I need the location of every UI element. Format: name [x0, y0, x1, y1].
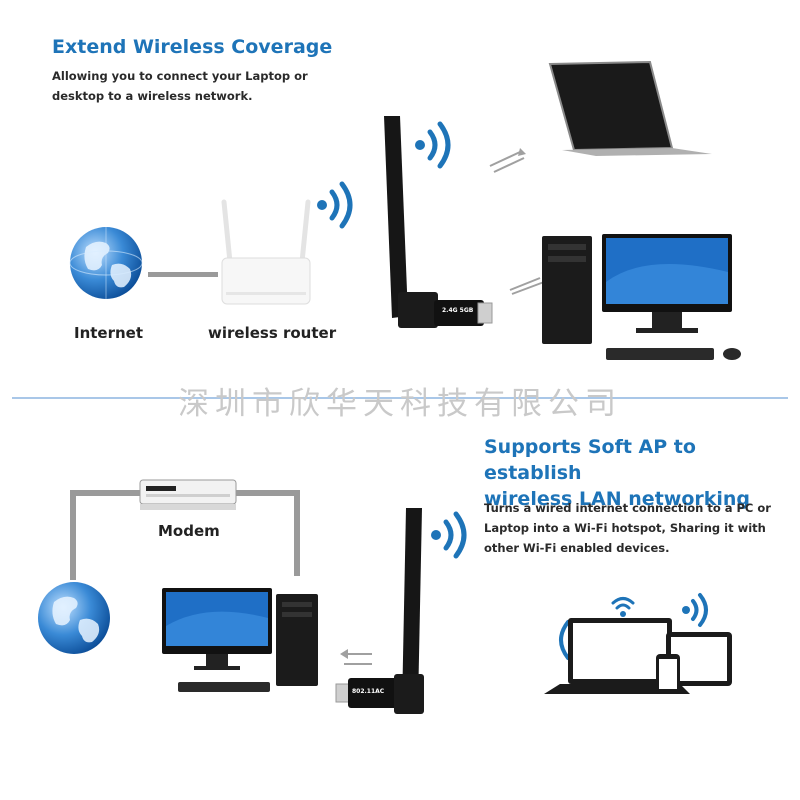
modem-label: Modem	[158, 522, 220, 540]
tablet-icon	[666, 632, 732, 686]
top-title-block: Extend Wireless Coverage	[52, 34, 332, 60]
wifi-signal-icon	[682, 593, 708, 627]
internet-label: Internet	[74, 324, 144, 342]
usb-wifi-adapter-icon	[384, 116, 493, 328]
bottom-description-line3: other Wi-Fi enabled devices.	[484, 541, 670, 555]
bottom-adapter-chip-label: 802.11AC	[352, 688, 385, 695]
top-adapter-chip-label: 2.4G 5GB	[442, 307, 474, 314]
ethernet-cable	[294, 490, 300, 576]
bottom-description: Turns a wired internet connection to a P…	[484, 498, 771, 558]
laptop-icon	[548, 60, 712, 156]
ethernet-cable	[148, 272, 218, 277]
bottom-title-block: Supports Soft AP to establish wireless L…	[484, 434, 800, 512]
usb-wifi-adapter-icon	[335, 508, 424, 714]
modem-icon	[139, 479, 237, 510]
smartphone-icon	[656, 654, 680, 694]
ethernet-cable	[70, 490, 142, 496]
bottom-title-line2: wireless LAN networking	[484, 488, 751, 510]
bottom-title-line1: Supports Soft AP to establish	[484, 436, 696, 484]
wifi-signal-icon	[611, 597, 635, 617]
bottom-description-line2: Laptop into a Wi-Fi hotspot, Sharing it …	[484, 521, 766, 535]
globe-icon	[69, 227, 143, 299]
laptop-icon	[544, 618, 690, 694]
wifi-signal-icon	[431, 511, 467, 559]
router-icon	[221, 199, 311, 305]
ethernet-cable	[236, 490, 300, 496]
watermark-text: 深圳市欣华天科技有限公司	[178, 386, 622, 422]
desktop-computer-icon	[542, 234, 741, 360]
arrow-left-icon	[340, 649, 372, 665]
arrow-right-icon	[509, 277, 545, 295]
top-description-line1: Allowing you to connect your Laptop or	[52, 69, 308, 83]
section-divider	[12, 397, 788, 399]
router-label: wireless router	[208, 324, 337, 342]
arrow-right-icon	[489, 148, 526, 173]
top-description: Allowing you to connect your Laptop or d…	[52, 66, 308, 106]
top-title: Extend Wireless Coverage	[52, 36, 333, 58]
wifi-signal-icon	[317, 181, 353, 229]
globe-icon	[38, 582, 110, 654]
ethernet-cable	[70, 490, 76, 580]
bottom-description-line1: Turns a wired internet connection to a P…	[484, 501, 771, 515]
top-description-line2: desktop to a wireless network.	[52, 89, 253, 103]
desktop-computer-icon	[162, 588, 318, 692]
wifi-signal-icon	[415, 121, 451, 169]
